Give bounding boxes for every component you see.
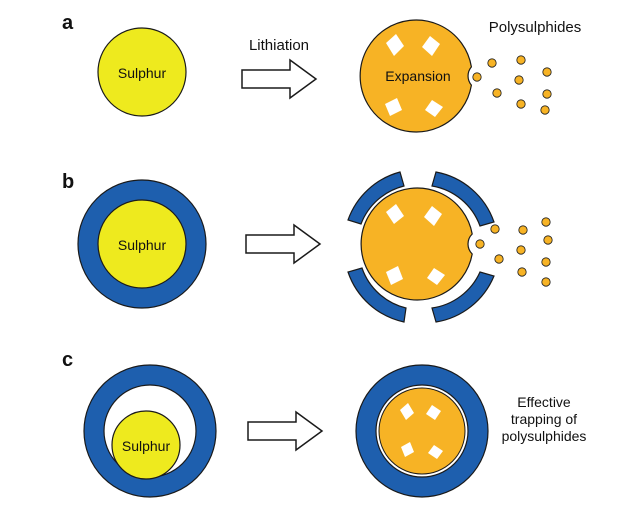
panel-a: a Sulphur Lithiation Expansion Polysulph… [62,12,582,133]
lithiation-label: Lithiation [249,37,309,54]
polysulphide-dots [475,217,553,287]
panel-c: c Sulphur Effective trapping of polysulp… [62,349,587,498]
crack-shape [425,100,443,117]
expanded-particle [360,187,473,301]
sulphur-core [111,410,181,480]
crack-shape [385,98,402,116]
sulphur-particle [97,27,187,117]
polysulphide-dot [494,254,504,264]
sulphur-label: Sulphur [118,65,167,81]
panel-b: b Sulphur [62,171,553,323]
polysulphide-dot [542,89,552,99]
crack-shape [386,204,404,224]
polysulphide-dot [542,67,552,77]
lithiation-arrow [245,224,321,264]
polysulphide-dot [540,105,550,115]
sulphur-core [97,199,187,289]
crack-shape [424,206,442,226]
lithiation-arrow [247,411,323,451]
crack-shape [422,36,440,56]
panel-letter-c: c [62,349,73,371]
polysulphide-dot [492,88,502,98]
broken-shell [347,171,495,323]
polysulphides-label: Polysulphides [489,19,582,36]
polysulphide-dot [475,239,485,249]
polysulphide-dot [541,257,551,267]
polysulphide-dot [490,224,500,234]
polysulphide-dots [472,55,552,115]
polysulphide-dot [543,235,553,245]
polysulphide-dot [516,245,526,255]
polysulphide-dot [541,217,551,227]
panel-letter-b: b [62,171,74,193]
trapping-label-line3: polysulphides [502,428,587,444]
polysulphide-dot [518,225,528,235]
crack-shape [386,266,403,285]
polysulphide-dot [514,75,524,85]
lithiation-arrow [241,59,317,99]
shell-fragment [347,267,407,323]
polysulphide-dot [487,58,497,68]
crack-shape [426,405,441,420]
shell-fragment [431,171,495,227]
crack-shape [400,403,414,420]
expansion-label: Expansion [385,68,450,84]
sulphur-label: Sulphur [118,237,167,253]
polysulphide-dot [517,267,527,277]
crack-shape [428,445,443,459]
crack-shape [427,268,445,285]
polysulphide-dot [516,99,526,109]
shell-fragment [347,171,405,225]
crack-shape [401,442,414,457]
trapping-label-line2: trapping of [511,411,577,427]
panel-letter-a: a [62,12,74,34]
polysulphide-dot [516,55,526,65]
polysulphide-dot [472,72,482,82]
sulphur-label: Sulphur [122,438,171,454]
crack-shape [386,34,404,56]
expanded-core [378,387,466,475]
trapping-label-line1: Effective [517,394,571,410]
shell-fragment [431,271,495,323]
polysulphide-dot [541,277,551,287]
